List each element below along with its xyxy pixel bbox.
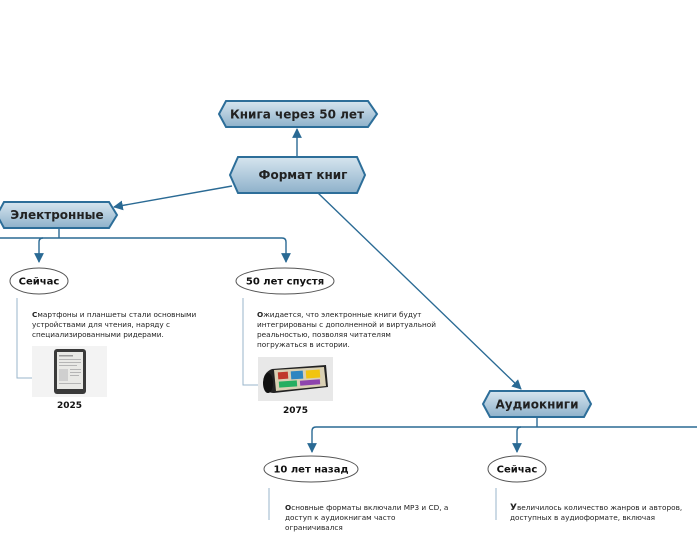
note-brackets xyxy=(16,298,497,520)
bubble-a-past[interactable]: 10 лет назад xyxy=(263,455,359,483)
node-audio-label: Аудиокниги xyxy=(496,398,579,412)
note-e-now-text: мартфоны и планшеты стали основными устр… xyxy=(32,310,197,339)
note-a-past-initial: О xyxy=(285,503,292,512)
connectors xyxy=(0,128,697,453)
note-a-now-text: величилось количество жанров и авторов, … xyxy=(510,503,683,522)
note-e-now: Смартфоны и планшеты стали основными уст… xyxy=(32,310,212,340)
bubble-e-now[interactable]: Сейчас xyxy=(9,267,69,295)
flexible-screen-caption: 2075 xyxy=(282,406,309,416)
connector-electronic-left xyxy=(34,237,44,263)
node-top-label: Книга через 50 лет xyxy=(230,108,364,122)
note-e-future-initial: О xyxy=(257,310,264,319)
bracket-e-future xyxy=(242,298,258,386)
note-a-now: Увеличилось количество жанров и авторов,… xyxy=(510,503,690,523)
connector-center-audio xyxy=(317,192,522,390)
connector-audio-bar xyxy=(307,426,697,453)
note-a-past-text: сновные форматы включали MP3 и CD, а дос… xyxy=(285,503,449,532)
note-e-now-initial: С xyxy=(32,310,38,319)
node-top[interactable]: Книга через 50 лет xyxy=(217,100,379,128)
connector-electronic-bar xyxy=(0,237,291,263)
bubble-a-now[interactable]: Сейчас xyxy=(487,455,547,483)
note-a-now-initial: У xyxy=(510,503,517,513)
bracket-e-now xyxy=(16,298,32,379)
flexible-screen-image xyxy=(258,357,333,401)
connector-audio-right xyxy=(512,426,522,453)
bubble-a-now-label: Сейчас xyxy=(497,465,538,476)
connector-center-electronic xyxy=(113,185,233,211)
node-center[interactable]: Формат книг xyxy=(228,156,367,194)
ereader-caption: 2025 xyxy=(56,401,83,411)
ereader-image xyxy=(32,346,107,397)
node-electronic[interactable]: Электронные xyxy=(0,201,119,229)
note-a-past: Основные форматы включали MP3 и CD, а до… xyxy=(285,503,455,533)
note-e-future-text: жидается, что электронные книги будут ин… xyxy=(257,310,436,349)
node-electronic-label: Электронные xyxy=(10,208,103,222)
bubble-a-past-label: 10 лет назад xyxy=(273,465,348,476)
note-e-future: Ожидается, что электронные книги будут и… xyxy=(257,310,439,350)
bubble-e-future[interactable]: 50 лет спустя xyxy=(235,267,335,295)
node-audio[interactable]: Аудиокниги xyxy=(481,390,593,418)
bubble-e-now-label: Сейчас xyxy=(19,277,60,288)
mind-map-canvas: Книга через 50 лет Формат книг Электронн… xyxy=(0,100,697,520)
bubble-e-future-label: 50 лет спустя xyxy=(246,277,324,288)
node-center-label: Формат книг xyxy=(259,168,348,182)
